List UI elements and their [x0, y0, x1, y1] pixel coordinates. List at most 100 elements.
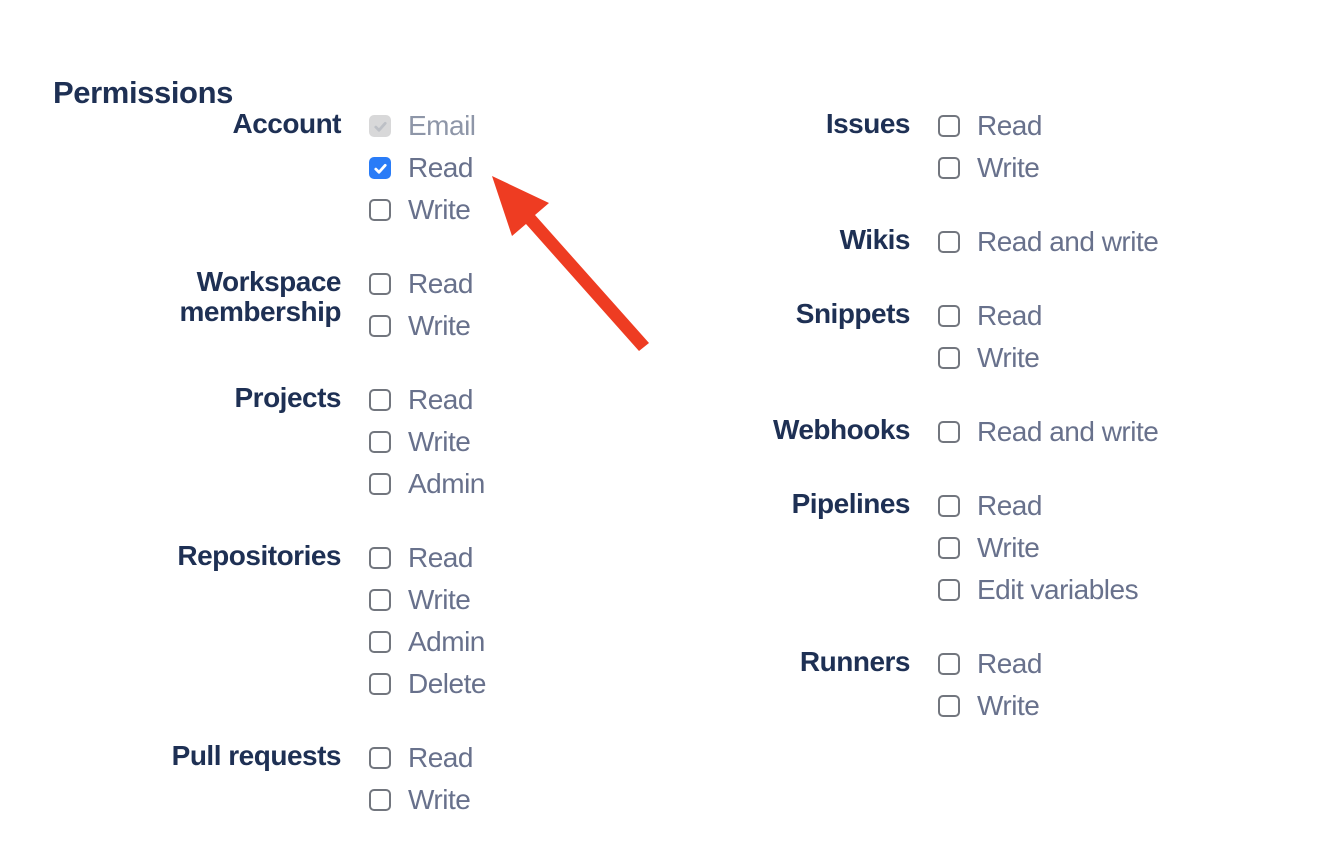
option-label-read[interactable]: Read — [408, 542, 473, 573]
group-label-account: Account — [232, 108, 342, 139]
checkbox-pull-requests-read[interactable] — [369, 747, 391, 769]
option-row-issues-read[interactable]: Read — [938, 105, 1042, 147]
group-options: Read and write — [938, 221, 1159, 263]
option-label-write[interactable]: Write — [977, 342, 1040, 373]
option-label-read[interactable]: Read — [977, 300, 1042, 331]
option-row-account-read[interactable]: Read — [369, 147, 476, 189]
checkbox-workspace-membership-write[interactable] — [369, 315, 391, 337]
option-label-read[interactable]: Read — [408, 384, 473, 415]
checkbox-account-write[interactable] — [369, 199, 391, 221]
checkbox-wikis-read-and-write[interactable] — [938, 231, 960, 253]
checkbox-issues-write[interactable] — [938, 157, 960, 179]
option-label-admin[interactable]: Admin — [408, 626, 485, 657]
checkbox-projects-write[interactable] — [369, 431, 391, 453]
option-label-read-and-write[interactable]: Read and write — [977, 226, 1159, 257]
option-label-edit-variables[interactable]: Edit variables — [977, 574, 1139, 605]
group-label-repositories: Repositories — [177, 540, 341, 571]
option-row-projects-read[interactable]: Read — [369, 379, 485, 421]
checkbox-issues-read[interactable] — [938, 115, 960, 137]
option-row-pull-requests-read[interactable]: Read — [369, 737, 473, 779]
option-label-write[interactable]: Write — [977, 152, 1040, 183]
option-label-write[interactable]: Write — [408, 194, 471, 225]
option-row-workspace-membership-write[interactable]: Write — [369, 305, 473, 347]
option-row-webhooks-read-and-write[interactable]: Read and write — [938, 411, 1159, 453]
option-label-write[interactable]: Write — [408, 310, 471, 341]
option-row-issues-write[interactable]: Write — [938, 147, 1042, 189]
group-label-snippets: Snippets — [795, 298, 911, 329]
option-row-repositories-read[interactable]: Read — [369, 537, 486, 579]
checkbox-snippets-read[interactable] — [938, 305, 960, 327]
checkbox-pipelines-edit-variables[interactable] — [938, 579, 960, 601]
checkbox-repositories-read[interactable] — [369, 547, 391, 569]
checkbox-workspace-membership-read[interactable] — [369, 273, 391, 295]
group-options: Read and write — [938, 411, 1159, 453]
option-row-repositories-write[interactable]: Write — [369, 579, 486, 621]
checkbox-repositories-write[interactable] — [369, 589, 391, 611]
group-label-wikis: Wikis — [839, 224, 911, 255]
option-row-runners-read[interactable]: Read — [938, 643, 1042, 685]
option-label-write[interactable]: Write — [977, 690, 1040, 721]
checkbox-projects-admin[interactable] — [369, 473, 391, 495]
group-label-projects: Projects — [234, 382, 342, 413]
option-row-snippets-read[interactable]: Read — [938, 295, 1042, 337]
checkbox-pull-requests-write[interactable] — [369, 789, 391, 811]
option-row-pipelines-read[interactable]: Read — [938, 485, 1138, 527]
option-row-projects-admin[interactable]: Admin — [369, 463, 485, 505]
option-row-runners-write[interactable]: Write — [938, 685, 1042, 727]
option-label-read[interactable]: Read — [977, 490, 1042, 521]
option-label-write[interactable]: Write — [408, 426, 471, 457]
option-row-projects-write[interactable]: Write — [369, 421, 485, 463]
option-label-write[interactable]: Write — [408, 584, 471, 615]
option-label-write[interactable]: Write — [408, 784, 471, 815]
permission-group-wikis: Wikis Read and write — [710, 221, 1159, 263]
checkbox-runners-write[interactable] — [938, 695, 960, 717]
group-label-workspace-membership: Workspace membership — [179, 266, 342, 327]
checkbox-pipelines-read[interactable] — [938, 495, 960, 517]
checkbox-webhooks-read-and-write[interactable] — [938, 421, 960, 443]
permission-group-webhooks: Webhooks Read and write — [710, 411, 1159, 453]
option-row-account-write[interactable]: Write — [369, 189, 476, 231]
option-row-pipelines-write[interactable]: Write — [938, 527, 1138, 569]
option-label-read[interactable]: Read — [408, 742, 473, 773]
option-label-read[interactable]: Read — [408, 152, 473, 183]
option-row-pipelines-edit-variables[interactable]: Edit variables — [938, 569, 1139, 611]
checkbox-snippets-write[interactable] — [938, 347, 960, 369]
option-label-read[interactable]: Read — [977, 648, 1042, 679]
option-row-workspace-membership-read[interactable]: Read — [369, 263, 473, 305]
option-label-delete[interactable]: Delete — [408, 668, 486, 699]
option-label-admin[interactable]: Admin — [408, 468, 485, 499]
red-arrow-shape — [492, 176, 649, 351]
option-label-read-and-write[interactable]: Read and write — [977, 416, 1159, 447]
checkbox-pipelines-write[interactable] — [938, 537, 960, 559]
checkbox-repositories-admin[interactable] — [369, 631, 391, 653]
option-label-write[interactable]: Write — [977, 532, 1040, 563]
checkbox-projects-read[interactable] — [369, 389, 391, 411]
option-row-snippets-write[interactable]: Write — [938, 337, 1042, 379]
option-row-pull-requests-write[interactable]: Write — [369, 779, 473, 821]
group-label-runners: Runners — [799, 646, 911, 677]
checkbox-runners-read[interactable] — [938, 653, 960, 675]
option-row-repositories-admin[interactable]: Admin — [369, 621, 486, 663]
option-label-read[interactable]: Read — [408, 268, 473, 299]
option-row-repositories-delete[interactable]: Delete — [369, 663, 486, 705]
checkbox-repositories-delete[interactable] — [369, 673, 391, 695]
option-row-wikis-read-and-write[interactable]: Read and write — [938, 221, 1159, 263]
checkbox-account-read[interactable] — [369, 157, 391, 179]
group-label-webhooks: Webhooks — [772, 414, 911, 445]
option-label-read[interactable]: Read — [977, 110, 1042, 141]
